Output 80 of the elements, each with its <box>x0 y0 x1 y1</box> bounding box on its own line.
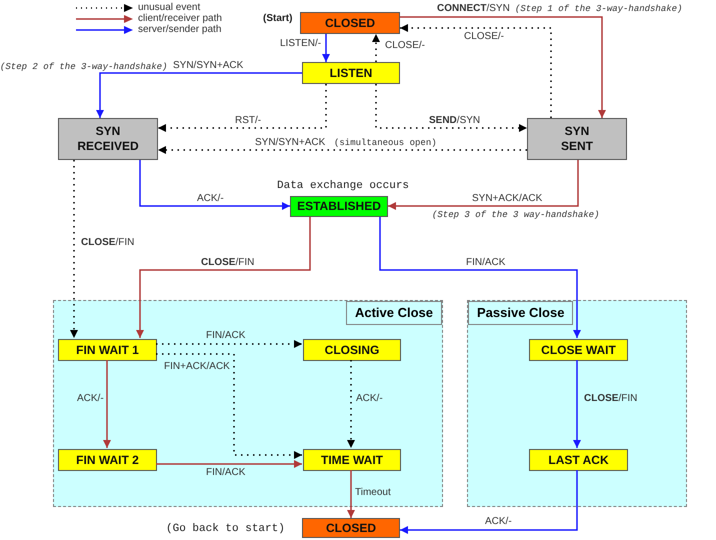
group-panel <box>467 300 687 507</box>
arrow <box>372 34 380 62</box>
state-name: CLOSING <box>324 342 380 358</box>
edge-label: SYN+ACK/ACK <box>471 193 544 204</box>
state-name: CLOSED <box>326 520 376 536</box>
edge-label: FIN/ACK <box>205 330 246 341</box>
arrow <box>400 24 552 118</box>
arrow <box>156 460 302 468</box>
arrow <box>400 16 606 118</box>
edge-label: ACK/- <box>196 193 225 204</box>
edge-label: SEND/SYN <box>428 115 482 126</box>
arrow <box>158 146 527 154</box>
edge-label: CONNECT/SYN <box>436 3 511 14</box>
legend-label: unusual event <box>138 2 200 13</box>
state-name: TIME WAIT <box>321 452 383 468</box>
state-box <box>58 118 158 160</box>
state-box <box>302 62 400 84</box>
annotation: (simultaneous open) <box>334 138 437 148</box>
state-box <box>58 339 157 361</box>
edge-label: CLOSE/- <box>384 40 426 51</box>
edge-label: CLOSE/FIN <box>200 257 256 268</box>
state-box <box>290 196 388 217</box>
state-name: FIN WAIT 1 <box>76 342 139 358</box>
state-note: Data exchange occurs <box>277 180 410 192</box>
state-name: LAST ACK <box>548 452 609 468</box>
arrow <box>158 84 327 132</box>
annotation: (Step 2 of the 3-way-handshake) <box>0 62 168 72</box>
state-name: ESTABLISHED <box>297 199 381 214</box>
legend-label: client/receiver path <box>138 13 222 24</box>
group-heading: Active Close <box>346 301 442 324</box>
arrow <box>156 353 302 459</box>
arrow <box>375 84 527 132</box>
group-panel <box>53 300 443 507</box>
arrow <box>70 160 78 338</box>
arrow <box>96 72 302 118</box>
legend-label: server/sender path <box>138 24 222 35</box>
state-box <box>58 449 157 471</box>
state-name: CLOSE WAIT <box>541 342 616 358</box>
state-box <box>529 449 628 471</box>
edge-label: ACK/- <box>484 516 513 527</box>
edge-label: FIN/ACK <box>205 467 246 478</box>
edge-label: FIN+ACK/ACK <box>163 361 231 372</box>
state-box <box>300 12 400 34</box>
state-name: FIN WAIT 2 <box>76 452 139 468</box>
edge-label: CLOSE/FIN <box>583 393 638 404</box>
edge-label: FIN/ACK <box>465 257 506 268</box>
state-box <box>303 339 401 361</box>
state-box <box>303 449 401 471</box>
state-note: (Go back to start) <box>166 523 285 535</box>
arrow <box>388 160 579 210</box>
state-name: SYN SENT <box>561 124 593 154</box>
state-note: (Start) <box>263 13 292 25</box>
arrow <box>156 340 302 348</box>
arrow <box>573 360 581 448</box>
edge-label: CLOSE/- <box>463 31 506 42</box>
arrow <box>347 360 355 448</box>
state-name: LISTEN <box>330 66 372 80</box>
edge-label: SYN/SYN+ACK <box>172 60 244 71</box>
state-box <box>302 518 400 538</box>
edge-label: Timeout <box>354 487 392 498</box>
state-name: SYN RECEIVED <box>77 124 139 154</box>
arrow <box>136 217 311 338</box>
edge-label: ACK/- <box>355 393 384 404</box>
edge-label: RST/- <box>234 115 262 126</box>
arrow <box>103 360 111 448</box>
edge-label: SYN/SYN+ACK <box>254 137 326 148</box>
annotation: (Step 1 of the 3-way-handshake) <box>515 4 682 14</box>
state-name: CLOSED <box>324 16 375 30</box>
state-box <box>527 118 627 160</box>
group-heading: Passive Close <box>468 301 574 324</box>
arrow <box>139 160 290 210</box>
arrow <box>322 34 330 62</box>
state-box <box>529 339 628 361</box>
arrow <box>379 217 581 338</box>
annotation: (Step 3 of the 3 way-handshake) <box>432 210 600 220</box>
arrow <box>400 470 578 534</box>
arrow <box>347 470 355 518</box>
edge-label: CLOSE/FIN <box>80 237 136 248</box>
edge-label: ACK/- <box>76 393 105 404</box>
edge-label: LISTEN/- <box>279 38 322 49</box>
